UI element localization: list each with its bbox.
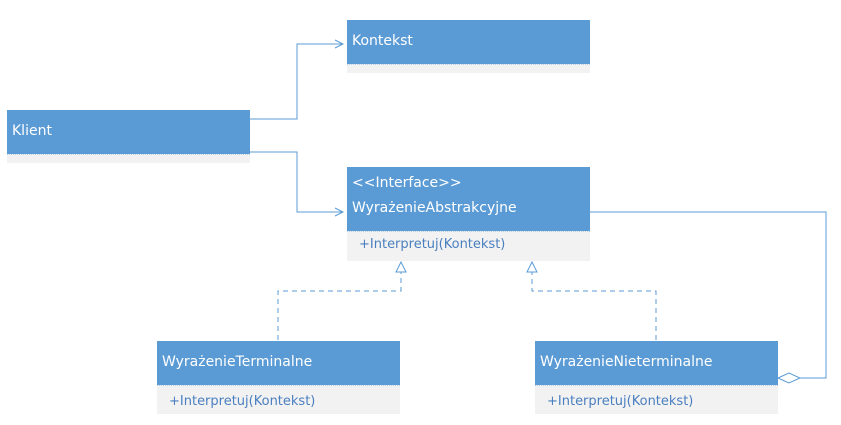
class-klient-body [7,154,250,163]
class-kontekst-body [347,64,590,73]
class-kontekst-name: Kontekst [352,33,413,49]
association-klient-kontekst [250,43,343,120]
class-klient-header: Klient [7,110,250,154]
class-nonterminal-operation: +Interpretuj(Kontekst) [547,394,694,409]
realization-arrow-terminal [395,260,407,273]
class-abstract-operation: +Interpretuj(Kontekst) [359,237,506,252]
class-wyrazenie-abstrakcyjne[interactable]: <<Interface>> WyrażenieAbstrakcyjne +Int… [347,167,590,261]
class-nonterminal-name: WyrażenieNieterminalne [540,354,713,370]
class-klient[interactable]: Klient [7,110,250,163]
class-terminal-header: WyrażenieTerminalne [157,341,400,385]
arrowhead-abstract [334,207,345,217]
class-klient-name: Klient [12,123,52,139]
arrowhead-kontekst [334,39,345,49]
realization-arrow-nonterminal [526,260,538,273]
class-abstract-header: <<Interface>> WyrażenieAbstrakcyjne [347,167,590,231]
class-terminal-operation: +Interpretuj(Kontekst) [169,394,316,409]
class-abstract-body: +Interpretuj(Kontekst) [347,231,590,261]
realization-nonterminal [531,270,657,340]
class-nonterminal-body: +Interpretuj(Kontekst) [535,385,778,414]
class-nonterminal-header: WyrażenieNieterminalne [535,341,778,385]
aggregation-line [590,211,827,379]
class-kontekst-header: Kontekst [347,20,590,64]
realization-terminal [277,270,402,340]
class-kontekst[interactable]: Kontekst [347,20,590,73]
class-wyrazenie-nieterminalne[interactable]: WyrażenieNieterminalne +Interpretuj(Kont… [535,341,778,414]
class-abstract-name: WyrażenieAbstrakcyjne [352,200,517,216]
class-abstract-stereotype: <<Interface>> [352,175,462,191]
association-klient-abstract [250,151,343,213]
class-terminal-body: +Interpretuj(Kontekst) [157,385,400,414]
class-wyrazenie-terminalne[interactable]: WyrażenieTerminalne +Interpretuj(Konteks… [157,341,400,414]
aggregation-diamond [776,372,802,384]
class-terminal-name: WyrażenieTerminalne [162,354,313,370]
